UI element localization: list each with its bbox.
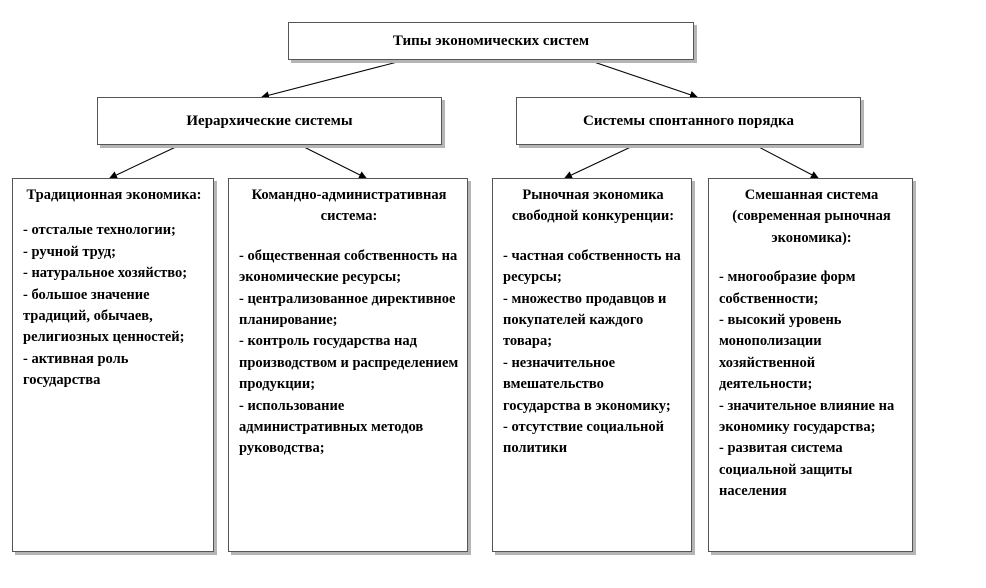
leaf-title: Традиционная экономика: bbox=[26, 187, 202, 203]
leaf-item: - общественная собственность на экономич… bbox=[239, 247, 458, 286]
group-label: Иерархические системы bbox=[186, 112, 353, 129]
leaf-traditional-economy: Традиционная экономика: - отсталые техно… bbox=[12, 178, 214, 552]
leaf-item: - отсталые технологии; bbox=[23, 222, 176, 239]
leaf-item: - значительное влияние на экономику госу… bbox=[719, 397, 895, 436]
leaf-item: - ручной труд; bbox=[23, 243, 117, 260]
arrow-spontaneous-to-market bbox=[564, 144, 636, 179]
leaf-item: - развитая система социальной защиты нас… bbox=[719, 440, 853, 500]
leaf-item: - высокий уровень монополизации хозяйств… bbox=[719, 312, 842, 393]
group-label: Системы спонтанного порядка bbox=[583, 112, 794, 129]
root-label: Типы экономических систем bbox=[392, 32, 590, 49]
leaf-item: - натуральное хозяйство; bbox=[23, 265, 188, 282]
leaf-item: - незначительное вмешательство государст… bbox=[503, 354, 671, 414]
leaf-item: - частная собственность на ресурсы; bbox=[503, 247, 681, 286]
leaf-mixed-system: Смешанная система (современная рыночная … bbox=[708, 178, 913, 552]
arrow-root-to-spontaneous bbox=[587, 59, 698, 99]
leaf-item: - многообразие форм собственности; bbox=[719, 269, 856, 307]
arrow-hierarchical-to-command bbox=[299, 144, 367, 179]
leaf-item: - большое значение традиций, обычаев, ре… bbox=[23, 286, 185, 346]
root-node: Типы экономических систем bbox=[288, 22, 694, 60]
leaf-title: Смешанная система (современная рыночная … bbox=[732, 187, 891, 246]
leaf-item: - множество продавцов и покупателей кажд… bbox=[503, 290, 667, 350]
leaf-free-market: Рыночная экономика свободной конкуренции… bbox=[492, 178, 692, 552]
arrow-spontaneous-to-mixed bbox=[754, 144, 819, 179]
arrow-root-to-hierarchical bbox=[261, 59, 406, 100]
leaf-command-administrative: Командно-административная система: - общ… bbox=[228, 178, 468, 552]
leaf-item: - отсутствие социальной политики bbox=[503, 419, 664, 457]
leaf-title: Командно-административная система: bbox=[251, 187, 447, 225]
group-node-spontaneous: Системы спонтанного порядка bbox=[516, 97, 861, 145]
leaf-item: - централизованное директивное планирова… bbox=[239, 290, 456, 329]
leaf-item: - контроль государства над производством… bbox=[239, 333, 459, 393]
arrow-hierarchical-to-traditional bbox=[109, 144, 181, 179]
leaf-item: - использование административных методов… bbox=[239, 397, 424, 457]
group-node-hierarchical: Иерархические системы bbox=[97, 97, 442, 145]
leaf-title: Рыночная экономика свободной конкуренции… bbox=[511, 187, 675, 225]
leaf-item: - активная роль государства bbox=[23, 350, 129, 389]
